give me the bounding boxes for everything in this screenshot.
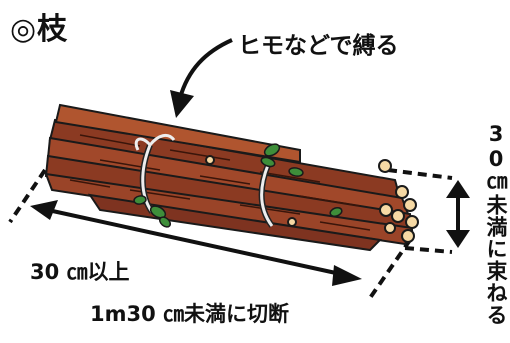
leaves [133,143,343,228]
page-title: ◎枝 [10,12,69,47]
callout-arrow [170,38,233,118]
tie-instruction-label: ヒモなどで縛る [238,33,399,59]
length-arrow [30,200,362,286]
dimension-guides [8,168,453,300]
branch-bundle [44,103,414,252]
min-length-label: 30 ㎝以上 [30,260,130,284]
bundle-size-arrow [446,180,470,248]
max-length-label: 1m30 ㎝未満に切断 [90,302,290,326]
bundle-size-label: 30㎝未満に束ねる [484,122,508,326]
cut-ends [205,155,419,243]
